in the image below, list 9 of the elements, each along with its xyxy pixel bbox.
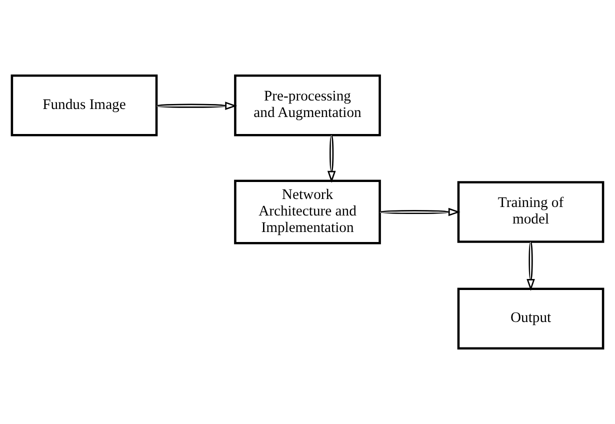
node-box: Network Architecture and Implementation bbox=[234, 180, 381, 244]
node-box: Training of model bbox=[457, 181, 604, 243]
arrow bbox=[156, 102, 238, 110]
node-box: Pre-processing and Augmentation bbox=[234, 74, 381, 136]
arrow bbox=[380, 208, 460, 216]
arrow bbox=[327, 135, 336, 183]
node-box: Fundus Image bbox=[10, 74, 158, 136]
node-box: Output bbox=[457, 288, 604, 350]
arrow bbox=[526, 242, 535, 291]
